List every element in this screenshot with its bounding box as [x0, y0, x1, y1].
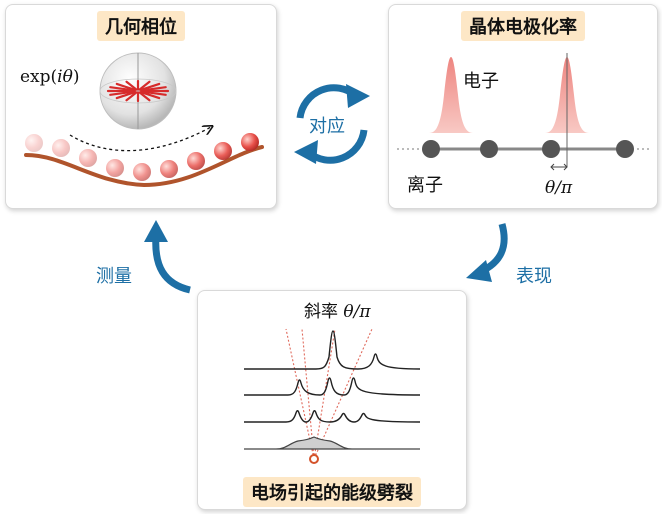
phase-spoke — [125, 80, 138, 91]
phase-spoke — [109, 90, 136, 96]
phase-spoke — [139, 82, 161, 92]
electron-cloud — [429, 57, 473, 133]
geometric-phase-panel: 几何相位 exp(iθ) — [5, 4, 277, 209]
manifest-label: 表现 — [516, 266, 552, 287]
measure-label: 测量 — [96, 266, 132, 287]
phase-spoke — [140, 86, 167, 92]
level-splitting-panel: 斜率 θ/π 电场引起的能级劈裂 — [197, 290, 467, 510]
ball — [106, 159, 124, 177]
ball — [241, 133, 259, 151]
crystal-polarization-title: 晶体电极化率 — [461, 11, 585, 41]
phase-spoke — [115, 90, 137, 100]
level-splitting-title: 电场引起的能级劈裂 — [243, 477, 421, 507]
ball — [79, 149, 97, 167]
measure-arrow — [144, 220, 191, 294]
phase-spoke — [138, 80, 151, 91]
phase-spoke — [115, 82, 137, 92]
shift-label: θ/π — [545, 178, 573, 198]
ion — [616, 140, 634, 158]
spectrum-line — [244, 377, 421, 396]
splitting-spectra — [244, 328, 421, 464]
spectrum-line — [244, 330, 421, 370]
origin-marker — [309, 454, 319, 464]
correspond-cycle-arrows — [294, 84, 370, 164]
correspond-label: 对应 — [309, 116, 345, 137]
ball — [214, 142, 232, 160]
slope-label: 斜率 θ/π — [304, 302, 371, 322]
ion-label: 离子 — [407, 175, 443, 196]
phase-spoke — [138, 91, 151, 102]
ion — [542, 140, 560, 158]
manifest-arrow — [466, 223, 508, 282]
phase-spoke — [140, 90, 167, 96]
ball — [52, 139, 70, 157]
rolling-balls — [24, 133, 264, 188]
crystal-polarization-panel: 晶体电极化率 电子 离子 θ/π — [388, 4, 658, 209]
ion — [422, 140, 440, 158]
polarization-diagram — [397, 53, 651, 171]
ball — [160, 160, 178, 178]
spectrum-line — [244, 436, 420, 450]
phase-spoke — [125, 91, 138, 102]
geometric-phase-title: 几何相位 — [97, 11, 185, 41]
spectrum-line — [244, 410, 421, 423]
phase-spoke — [139, 90, 161, 100]
ion — [480, 140, 498, 158]
electron-label: 电子 — [463, 71, 499, 92]
ball — [133, 163, 151, 181]
trajectory-arrow — [69, 117, 226, 152]
phase-sphere — [99, 52, 177, 130]
phase-formula: exp(iθ) — [20, 67, 80, 87]
phase-spoke — [109, 86, 136, 92]
ball — [25, 134, 43, 152]
ball — [187, 152, 205, 170]
